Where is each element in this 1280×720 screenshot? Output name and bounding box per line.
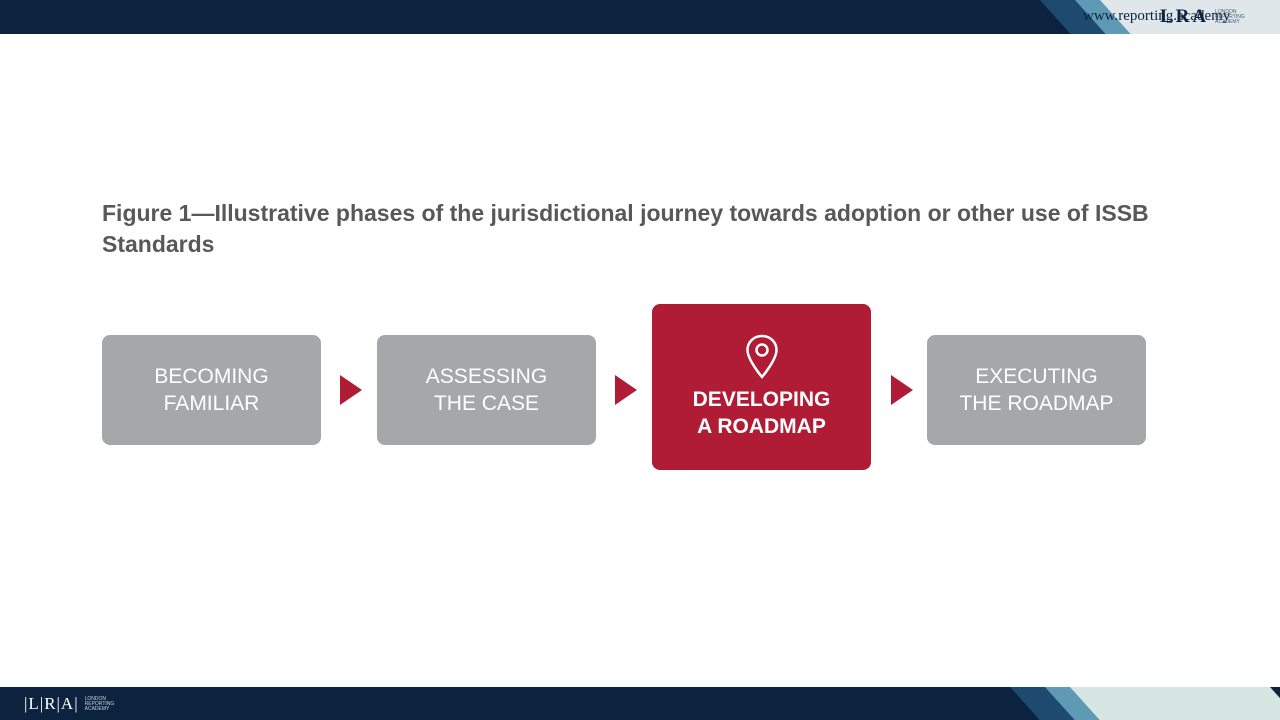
phase-assessing-the-case: ASSESSING THE CASE	[377, 335, 596, 445]
figure-title: Figure 1—Illustrative phases of the juri…	[102, 200, 1149, 257]
website-link[interactable]: www.reporting.academy	[1083, 8, 1231, 24]
logo-subtitle: LONDON REPORTING ACADEMY	[84, 695, 115, 712]
phase-executing-the-roadmap: EXECUTING THE ROADMAP	[927, 335, 1146, 445]
top-banner	[0, 0, 1280, 34]
logo-subtitle: LONDON REPORTING ACADEMY	[1215, 8, 1245, 25]
phase-label: BECOMING FAMILIAR	[154, 365, 269, 415]
header-logo: LRA LONDON REPORTING ACADEMY	[1160, 6, 1249, 28]
arrow-right-icon	[891, 375, 913, 405]
logo-mark: |L|R|A|	[24, 694, 79, 713]
logo-mark: LRA	[1160, 6, 1210, 27]
arrow-right-icon	[340, 375, 362, 405]
bottom-banner	[0, 687, 1280, 720]
phase-label: ASSESSING THE CASE	[425, 365, 548, 415]
phase-label: EXECUTING THE ROADMAP	[959, 365, 1114, 415]
phase-developing-a-roadmap: DEVELOPING A ROADMAP	[652, 304, 871, 470]
arrow-right-icon	[615, 375, 637, 405]
url-panel	[1070, 687, 1280, 720]
phase-label: DEVELOPING A ROADMAP	[692, 388, 831, 438]
phase-becoming-familiar: BECOMING FAMILIAR	[102, 335, 321, 445]
footer-logo: |L|R|A| LONDON REPORTING ACADEMY	[24, 694, 119, 714]
location-pin-icon	[745, 334, 778, 379]
